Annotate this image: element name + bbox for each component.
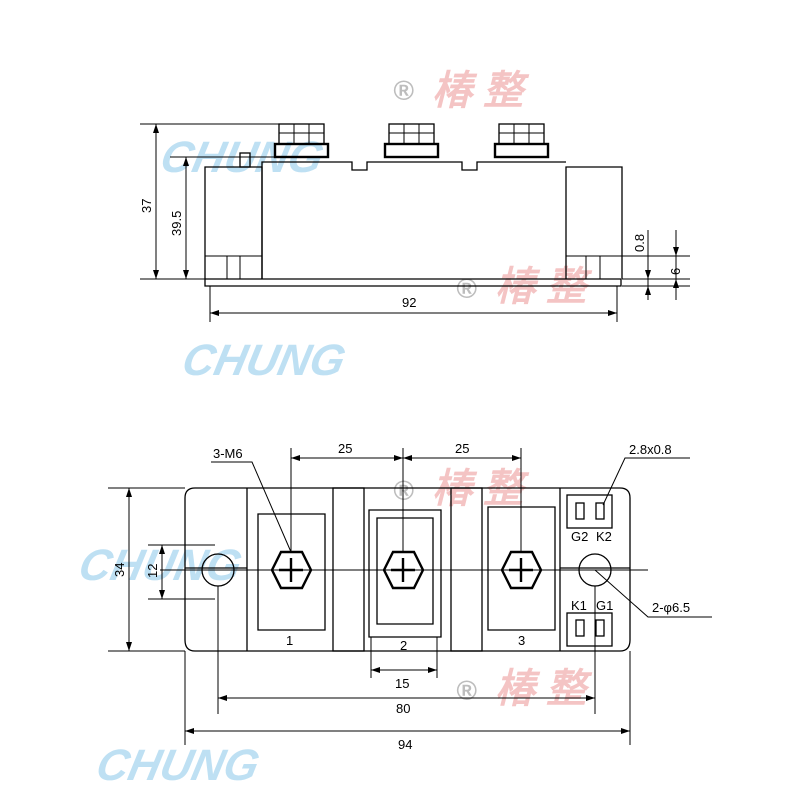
base-outline: [184, 487, 631, 652]
dim-height-total: 37: [139, 199, 154, 213]
watermark-latin: CHUNG: [75, 541, 247, 589]
right-end-block: [565, 166, 623, 279]
dim-overall-length: 94: [398, 737, 412, 752]
side-nut-2: [383, 123, 440, 159]
gate-tab-lower: [566, 612, 613, 647]
watermark-mark: ®: [393, 75, 414, 106]
dim-base-step: 6: [668, 268, 683, 275]
watermark-mark: ®: [456, 273, 477, 304]
terminal-label-2: 2: [400, 638, 407, 653]
callout-holes: 2-φ6.5: [652, 600, 690, 615]
dim-base-thk: 0.8: [632, 234, 647, 252]
gate-tab-upper: [566, 494, 613, 529]
left-pin: [239, 152, 251, 168]
terminal-label-3: 3: [518, 633, 525, 648]
dim-pitch-b: 25: [455, 441, 469, 456]
dim-height-body: 39.5: [169, 211, 184, 236]
top-view: G2 K2 K1 G1 1 2 3 25 25 3-M6 2.8x0.8 2-φ…: [108, 441, 712, 752]
watermark-layer: CHUNG ® 椿 整 CHUNG ® 椿 整 CHUNG ® 椿 整 CHUN…: [75, 69, 593, 790]
main-body: [261, 161, 566, 279]
watermark-cjk: 椿 整: [432, 69, 530, 113]
label-g2: G2: [571, 529, 588, 544]
watermark-latin: CHUNG: [178, 336, 350, 384]
watermark-cjk: 椿 整: [495, 667, 593, 711]
callout-tab: 2.8x0.8: [629, 442, 672, 457]
label-k1: K1: [571, 598, 587, 613]
callout-screws: 3-M6: [213, 446, 243, 461]
dim-length: 92: [402, 295, 416, 310]
watermark-latin: CHUNG: [92, 741, 264, 789]
side-view: 37 39.5 0.8 6 92: [139, 123, 690, 322]
dim-center-offset: 12: [145, 564, 160, 578]
terminal-label-1: 1: [286, 633, 293, 648]
base-plate: [204, 278, 622, 287]
side-nut-1: [273, 123, 330, 159]
dim-terminal-spacing: 15: [395, 676, 409, 691]
left-end-block: [204, 166, 263, 279]
dim-hole-pitch: 80: [396, 701, 410, 716]
watermark-cjk: 椿 整: [432, 467, 530, 511]
terminal-pad-1: [257, 513, 326, 631]
watermark-mark: ®: [456, 675, 477, 706]
dim-pitch-a: 25: [338, 441, 352, 456]
watermark-cjk: 椿 整: [495, 265, 593, 309]
terminal-pad-3: [487, 506, 556, 631]
terminal-pad-2: [368, 509, 442, 638]
dim-width: 34: [112, 563, 127, 577]
side-nut-3: [493, 123, 550, 159]
label-g1: G1: [596, 598, 613, 613]
label-k2: K2: [596, 529, 612, 544]
